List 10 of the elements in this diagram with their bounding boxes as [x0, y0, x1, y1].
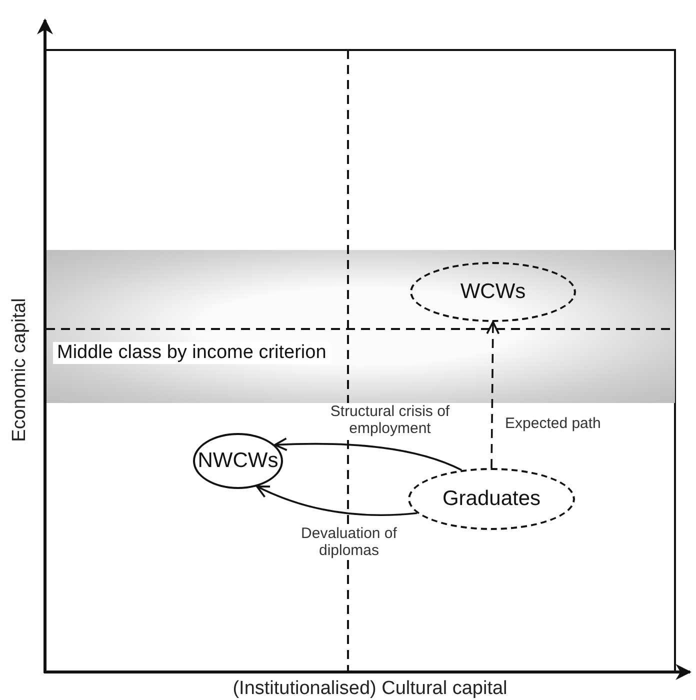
axis-title: Economic capital [9, 298, 31, 442]
curved-arrow [256, 485, 418, 516]
ellipse-node: WCWs [410, 262, 576, 322]
curved-arrow [274, 438, 462, 471]
axis-title: (Institutionalised) Cultural capital [232, 678, 508, 700]
edge-label: Expected path [505, 415, 601, 432]
ellipse-node: NWCWs [193, 433, 283, 489]
shaded-band [45, 250, 675, 403]
dashed-arrow [486, 321, 500, 468]
band-label: Middle class by income criterion [53, 342, 330, 364]
